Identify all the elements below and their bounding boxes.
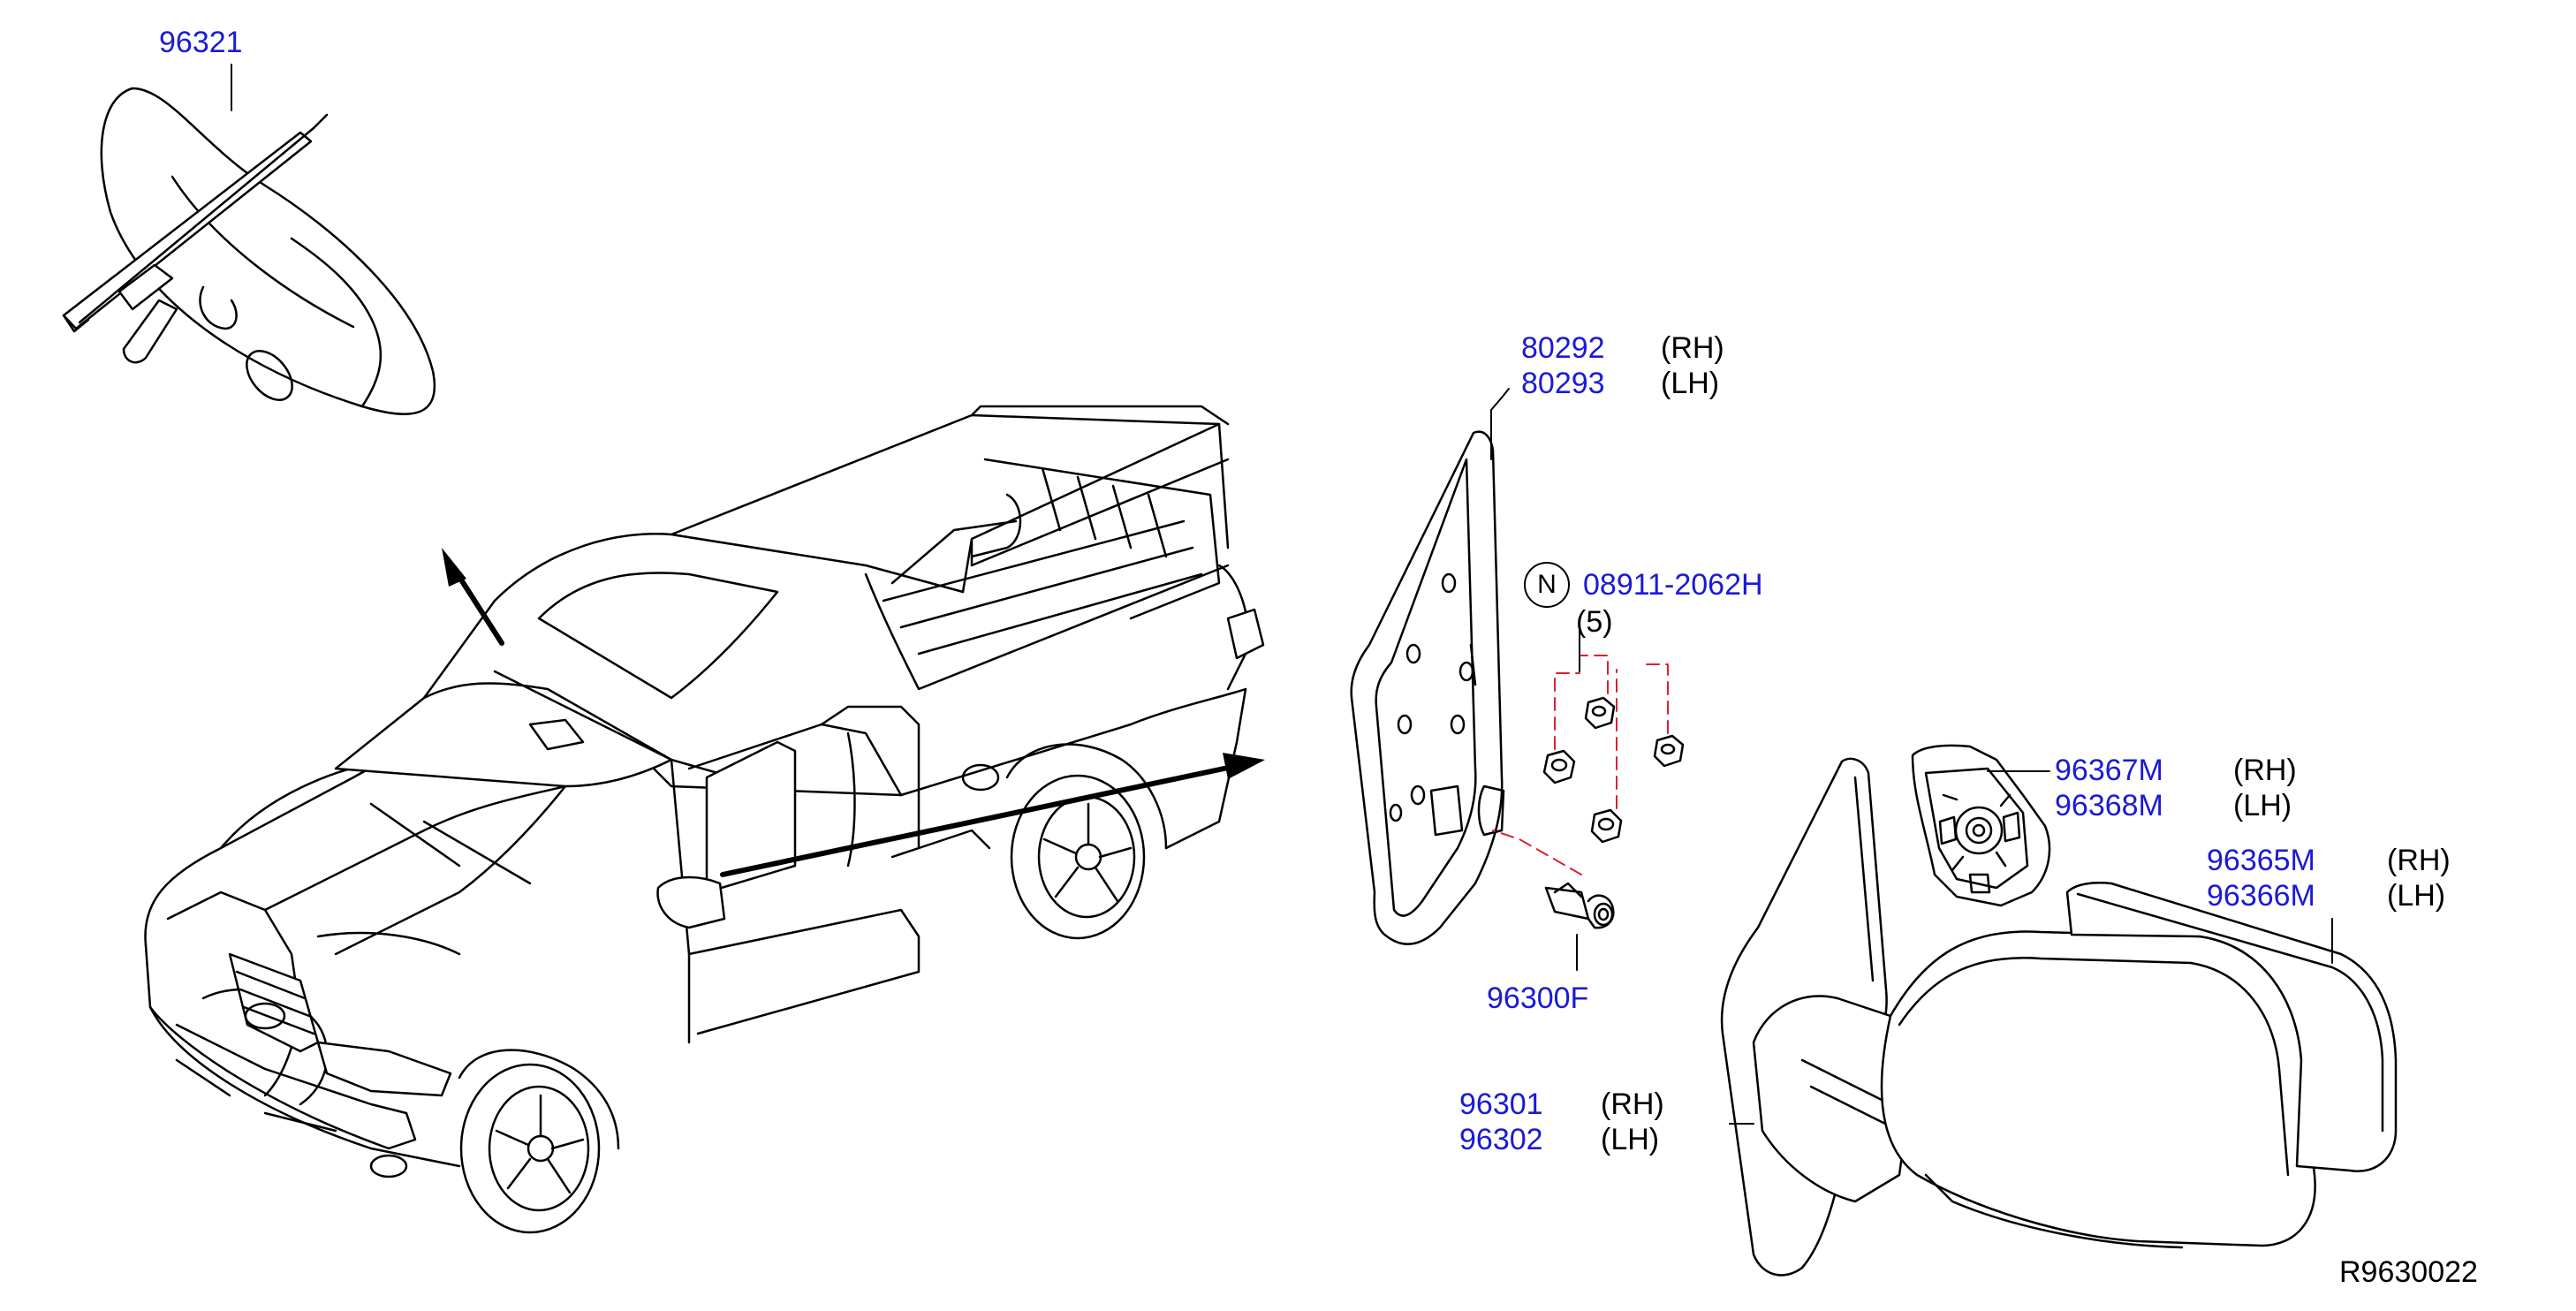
label-96367M[interactable]: 96367M <box>2055 754 2163 787</box>
label-96368M[interactable]: 96368M <box>2055 789 2163 822</box>
label-96301[interactable]: 96301 <box>1459 1087 1543 1121</box>
label-80293[interactable]: 80293 <box>1521 367 1605 400</box>
nut-3 <box>1653 734 1685 768</box>
nut-2 <box>1584 696 1616 730</box>
label-08911-2062H[interactable]: 08911-2062H <box>1583 568 1763 602</box>
label-96302[interactable]: 96302 <box>1459 1123 1543 1156</box>
label-80292[interactable]: 80292 <box>1521 331 1605 365</box>
label-80292-side: (RH) <box>1661 331 1724 365</box>
nut-4 <box>1590 808 1623 844</box>
label-80293-side: (LH) <box>1661 367 1720 400</box>
label-96302-side: (LH) <box>1601 1123 1660 1156</box>
label-96366M-side: (LH) <box>2387 879 2446 913</box>
label-96368M-side: (LH) <box>2233 789 2292 822</box>
door-mirror <box>1720 757 2316 1277</box>
label-96321[interactable]: 96321 <box>159 26 243 59</box>
nut-1 <box>1542 749 1576 784</box>
nut-symbol-badge: N <box>1524 562 1570 608</box>
corner-finisher <box>1350 430 1505 945</box>
inside-mirror <box>62 87 436 416</box>
label-96366M[interactable]: 96366M <box>2207 879 2315 913</box>
label-96301-side: (RH) <box>1601 1087 1664 1121</box>
reference-code: R9630022 <box>2339 1255 2478 1289</box>
label-96365M[interactable]: 96365M <box>2207 844 2315 877</box>
label-nut-qty: (5) <box>1576 605 1613 639</box>
pickup-truck <box>144 405 1265 1234</box>
arrow-inside-mirror <box>442 548 504 646</box>
label-96300F[interactable]: 96300F <box>1487 981 1589 1015</box>
label-96365M-side: (RH) <box>2387 844 2451 877</box>
clip <box>1544 882 1615 929</box>
arrow-door-mirror <box>720 753 1265 877</box>
mirror-cover <box>2065 882 2398 1173</box>
glass-holder <box>1911 744 2051 907</box>
dashed-leaders <box>1492 655 1669 875</box>
nuts <box>1542 696 1685 844</box>
label-96367M-side: (RH) <box>2233 754 2297 787</box>
